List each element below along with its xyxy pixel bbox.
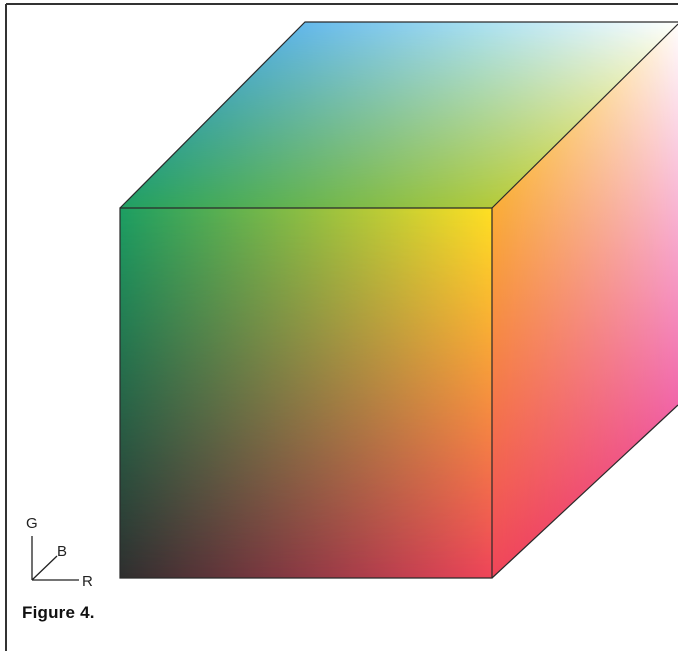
cube-top-right-edge — [491, 23, 678, 209]
cube-top-edges — [119, 21, 678, 209]
r-axis-label: R — [82, 573, 93, 590]
b-axis-label: B — [57, 543, 67, 560]
figure-caption: Figure 4. — [22, 603, 95, 622]
cube-front-face — [120, 208, 492, 578]
cube-bottom-right-edge — [491, 404, 678, 579]
b-axis-line — [31, 555, 58, 581]
axis-legend: G B R — [26, 515, 93, 590]
g-axis-label: G — [26, 515, 38, 532]
